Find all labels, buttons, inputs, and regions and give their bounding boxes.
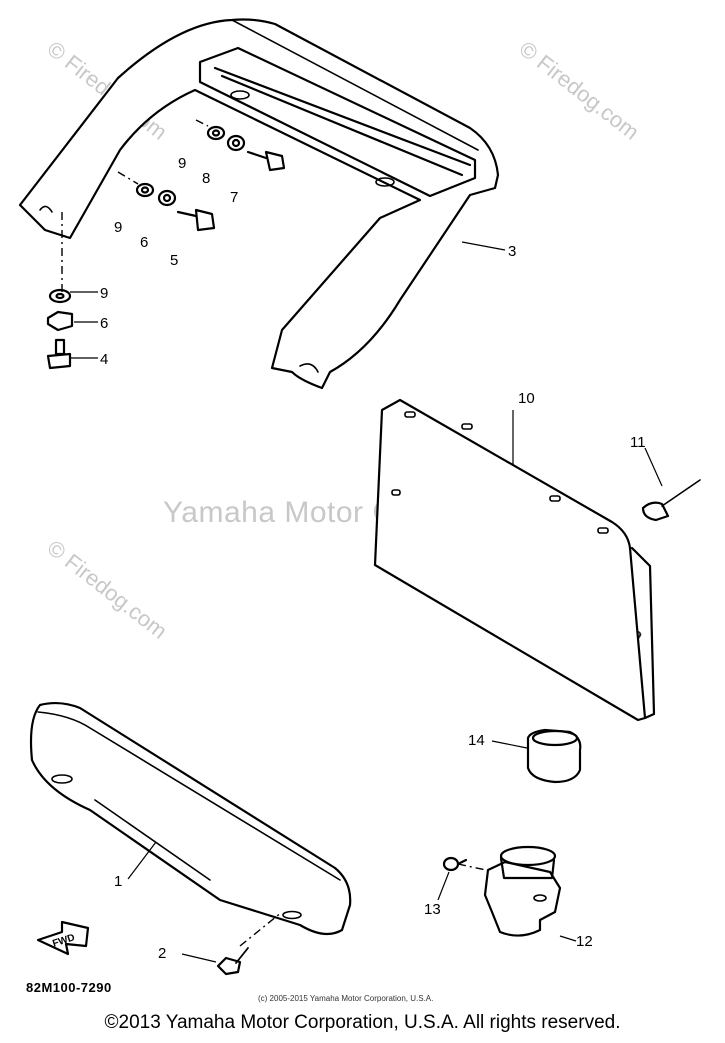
callout-12: 12 xyxy=(576,933,593,950)
callout-1: 1 xyxy=(114,873,122,890)
fwd-arrow xyxy=(36,920,90,956)
callout-8: 8 xyxy=(202,170,210,187)
callout-9: 9 xyxy=(100,285,108,302)
callout-6: 6 xyxy=(140,234,148,251)
bolt-7 xyxy=(246,150,268,160)
callout-11: 11 xyxy=(630,434,646,451)
alignment-lines xyxy=(61,119,487,947)
callout-5: 5 xyxy=(170,252,178,269)
fine-print-copyright: (c) 2005-2015 Yamaha Motor Corporation, … xyxy=(258,994,434,1003)
carrier-frame-part xyxy=(18,18,500,390)
bolt-5 xyxy=(176,210,198,218)
nut-6b xyxy=(46,310,74,332)
plate-bracket-part xyxy=(373,398,656,722)
bolt-part-2 xyxy=(216,947,249,976)
callout-2: 2 xyxy=(158,945,166,962)
bulb-part xyxy=(442,856,468,872)
callout-9: 9 xyxy=(114,219,122,236)
callout-6: 6 xyxy=(100,315,108,332)
socket-part xyxy=(483,845,562,937)
callout-7: 7 xyxy=(230,189,238,206)
callout-13: 13 xyxy=(424,901,441,918)
callout-4: 4 xyxy=(100,351,108,368)
footer-copyright: ©2013 Yamaha Motor Corporation, U.S.A. A… xyxy=(104,1012,621,1033)
rivet-part xyxy=(641,479,701,522)
callout-3: 3 xyxy=(508,243,516,260)
drawing-code: 82M100-7290 xyxy=(26,980,112,995)
bolt-4 xyxy=(54,338,66,356)
leader-lines xyxy=(70,241,663,963)
callout-14: 14 xyxy=(468,732,485,749)
callout-9: 9 xyxy=(178,155,186,172)
grommet-part xyxy=(526,728,582,784)
hardware-stack xyxy=(46,125,286,370)
callout-10: 10 xyxy=(518,390,535,407)
front-cover-part xyxy=(29,701,352,936)
